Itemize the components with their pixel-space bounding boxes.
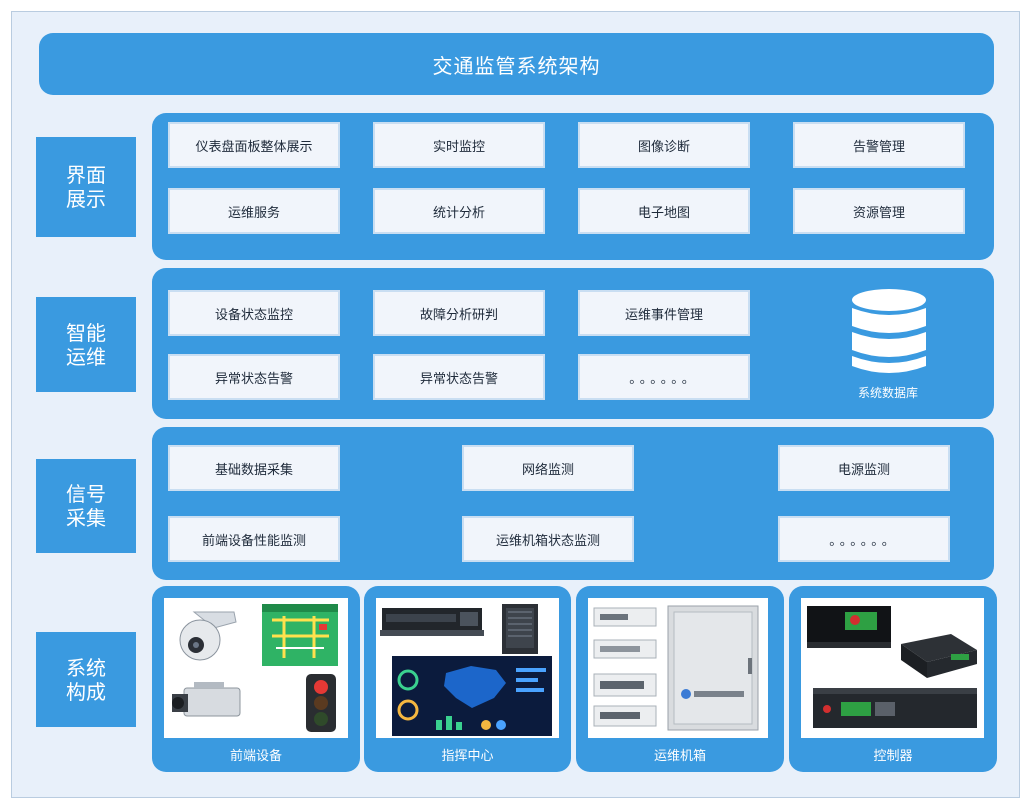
network-device-icon: [593, 607, 657, 727]
ui-box-map: 电子地图: [578, 188, 750, 234]
layer-label-line: 界面: [66, 163, 106, 187]
component-label: 前端设备: [229, 749, 282, 764]
signal-box-frontend-performance: 前端设备性能监测: [168, 516, 340, 562]
layer-label-ui: 界面 展示: [36, 137, 136, 237]
signal-box-more: 。。。。。。: [778, 516, 950, 562]
ui-box-image-diagnosis: 图像诊断: [578, 122, 750, 168]
controller-unit-icon: [807, 606, 891, 648]
ops-box-more: 。。。。。。: [578, 354, 750, 400]
signal-box-basic-data: 基础数据采集: [168, 445, 340, 491]
traffic-light-icon: [306, 674, 336, 732]
component-controller: 控制器: [789, 586, 997, 772]
box-camera-icon: [172, 682, 241, 717]
ops-box-abnormal-alarm: 异常状态告警: [168, 354, 340, 400]
ops-box-fault-analysis: 故障分析研判: [373, 290, 545, 336]
frontend-devices-image: [164, 598, 348, 738]
layer-label-line: 展示: [66, 187, 106, 211]
cabinet-icon: [667, 605, 759, 731]
ui-box-dashboard: 仪表盘面板整体展示: [168, 122, 340, 168]
ops-box-event-management: 运维事件管理: [578, 290, 750, 336]
layer-label-system: 系统 构成: [36, 632, 136, 727]
signal-layer-panel: 基础数据采集 网络监测 电源监测 前端设备性能监测 运维机箱状态监测 。。。。。…: [152, 427, 994, 580]
layer-label-line: 信号: [66, 482, 106, 506]
ui-box-statistics: 统计分析: [373, 188, 545, 234]
ui-box-resource: 资源管理: [793, 188, 965, 234]
ui-layer-panel: 仪表盘面板整体展示 实时监控 图像诊断 告警管理 运维服务 统计分析 电子地图 …: [152, 113, 994, 260]
dashboard-screen-icon: [392, 656, 552, 736]
controller-image: [801, 598, 984, 738]
ops-box-device-status: 设备状态监控: [168, 290, 340, 336]
signal-box-cabinet-status: 运维机箱状态监测: [462, 516, 634, 562]
dome-camera-icon: [172, 606, 244, 668]
network-switch-icon: [380, 608, 484, 636]
component-label: 控制器: [873, 749, 913, 764]
component-ops-cabinet: 运维机箱: [576, 586, 784, 772]
page-title: 交通监管系统架构: [39, 33, 994, 95]
layer-label-ops: 智能 运维: [36, 297, 136, 392]
component-frontend-devices: 前端设备: [152, 586, 360, 772]
layer-label-line: 采集: [66, 506, 106, 530]
ui-box-alarm: 告警管理: [793, 122, 965, 168]
layer-label-line: 系统: [66, 655, 106, 680]
server-icon: [502, 604, 538, 654]
ui-box-realtime: 实时监控: [373, 122, 545, 168]
database-icon: [850, 288, 928, 378]
ui-box-ops-service: 运维服务: [168, 188, 340, 234]
layer-label-signal: 信号 采集: [36, 459, 136, 553]
signal-box-network: 网络监测: [462, 445, 634, 491]
ops-layer-panel: 设备状态监控 故障分析研判 运维事件管理 异常状态告警 异常状态告警 。。。。。…: [152, 268, 994, 419]
component-label: 运维机箱: [653, 749, 706, 764]
signal-box-power: 电源监测: [778, 445, 950, 491]
database-label: 系统数据库: [858, 386, 919, 400]
ops-cabinet-image: [588, 598, 768, 738]
component-command-center: 指挥中心: [364, 586, 571, 772]
controller-box-icon: [901, 634, 977, 678]
command-center-image: [376, 598, 559, 738]
layer-label-line: 运维: [66, 344, 106, 369]
layer-label-line: 智能: [66, 320, 106, 345]
controller-rack-icon: [813, 688, 977, 728]
ops-box-abnormal-alarm: 异常状态告警: [373, 354, 545, 400]
traffic-map-icon: [262, 604, 338, 666]
component-label: 指挥中心: [441, 749, 494, 764]
layer-label-line: 构成: [66, 679, 106, 704]
